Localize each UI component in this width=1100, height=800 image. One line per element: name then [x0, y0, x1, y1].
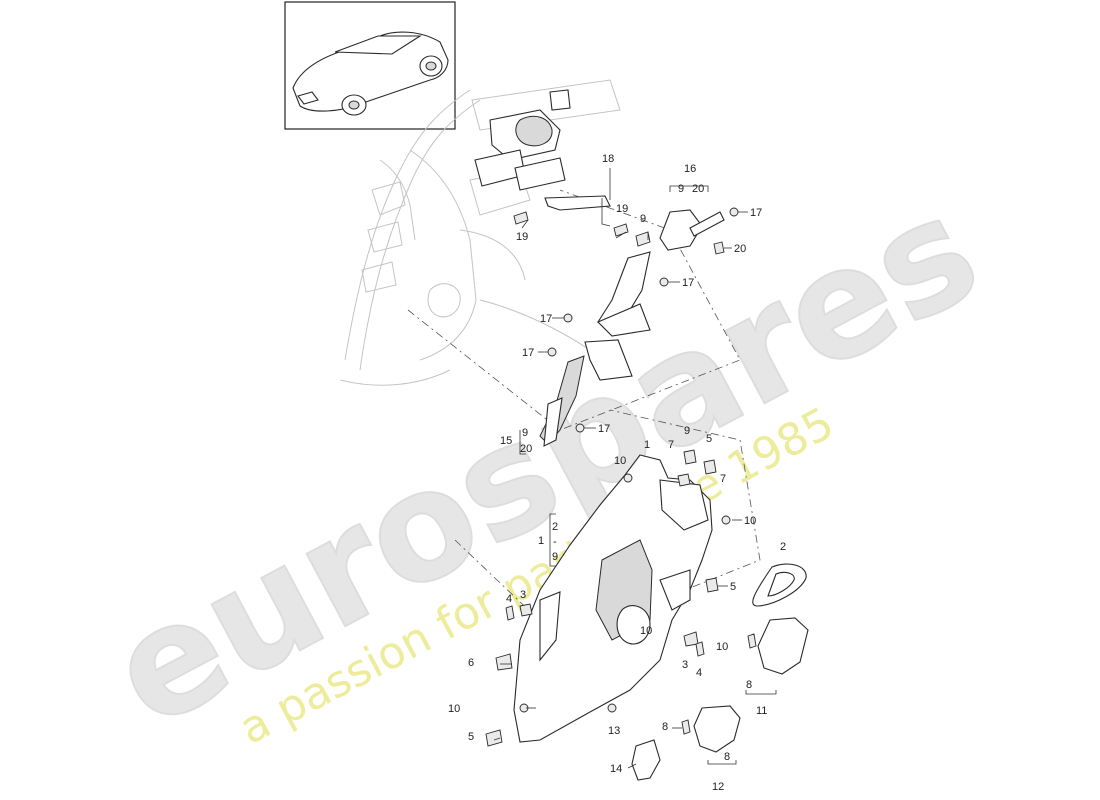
callout-1: 1: [644, 439, 650, 451]
callout-10: 10: [716, 641, 728, 653]
fasteners-lower: [485, 449, 757, 747]
leader-lines-lower: [493, 513, 777, 769]
callout-13: 13: [608, 725, 620, 737]
callout-6: 6: [468, 657, 474, 669]
callout-1-sub-dash: -: [553, 536, 557, 548]
callout-10: 10: [744, 515, 756, 527]
callout-1: 1: [538, 535, 544, 547]
callout-4: 4: [696, 667, 702, 679]
bracket-18: [544, 195, 611, 211]
callout-7: 7: [668, 439, 674, 451]
callout-7: 7: [720, 473, 726, 485]
callout-15-sub-20: 20: [520, 443, 532, 455]
callout-16: 16: [684, 163, 696, 175]
callout-17: 17: [750, 207, 762, 219]
callout-17: 17: [598, 423, 610, 435]
callout-16-sub-20: 20: [692, 183, 704, 195]
callout-8: 8: [746, 679, 752, 691]
callout-15-sub-9: 9: [522, 427, 528, 439]
callout-2: 2: [780, 541, 786, 553]
callout-10: 10: [448, 703, 460, 715]
callout-5: 5: [706, 433, 712, 445]
callout-5: 5: [730, 581, 736, 593]
callout-14: 14: [610, 763, 622, 775]
hinge-mechanism: [474, 89, 571, 191]
callout-1-sub-2: 2: [552, 521, 558, 533]
callout-3: 3: [520, 589, 526, 601]
callout-8: 8: [662, 721, 668, 733]
callout-9: 9: [684, 425, 690, 437]
callout-5: 5: [468, 731, 474, 743]
callout-10: 10: [614, 455, 626, 467]
callout-15: 15: [500, 435, 512, 447]
callout-18: 18: [602, 153, 614, 165]
vehicle-thumbnail: [284, 1, 456, 130]
callout-labels: 18 16 9 20 17 19 19 9 20 17 17 17 17 15 …: [448, 153, 786, 793]
callout-10: 10: [640, 625, 652, 637]
callout-20: 20: [734, 243, 746, 255]
wheelhouse-panel: [513, 454, 713, 743]
body-shell-outline: [339, 79, 621, 386]
hinge-arm-16: [659, 209, 703, 251]
callout-9: 9: [640, 213, 646, 225]
callout-4: 4: [506, 593, 512, 605]
fasteners-upper: [513, 207, 739, 433]
callout-17: 17: [522, 347, 534, 359]
callout-1-sub-9: 9: [552, 551, 558, 563]
callout-11: 11: [756, 705, 767, 717]
callout-12: 12: [712, 781, 724, 793]
callout-16-sub-9: 9: [678, 183, 684, 195]
trim-parts-right: [631, 563, 809, 781]
callout-19: 19: [616, 203, 628, 215]
callout-17: 17: [540, 313, 552, 325]
callout-19: 19: [516, 231, 528, 243]
callout-17: 17: [682, 277, 694, 289]
leader-lines-upper: [519, 185, 748, 455]
callout-3: 3: [682, 659, 688, 671]
upper-assembly-boundary: [407, 189, 741, 431]
callout-8: 8: [724, 751, 730, 763]
